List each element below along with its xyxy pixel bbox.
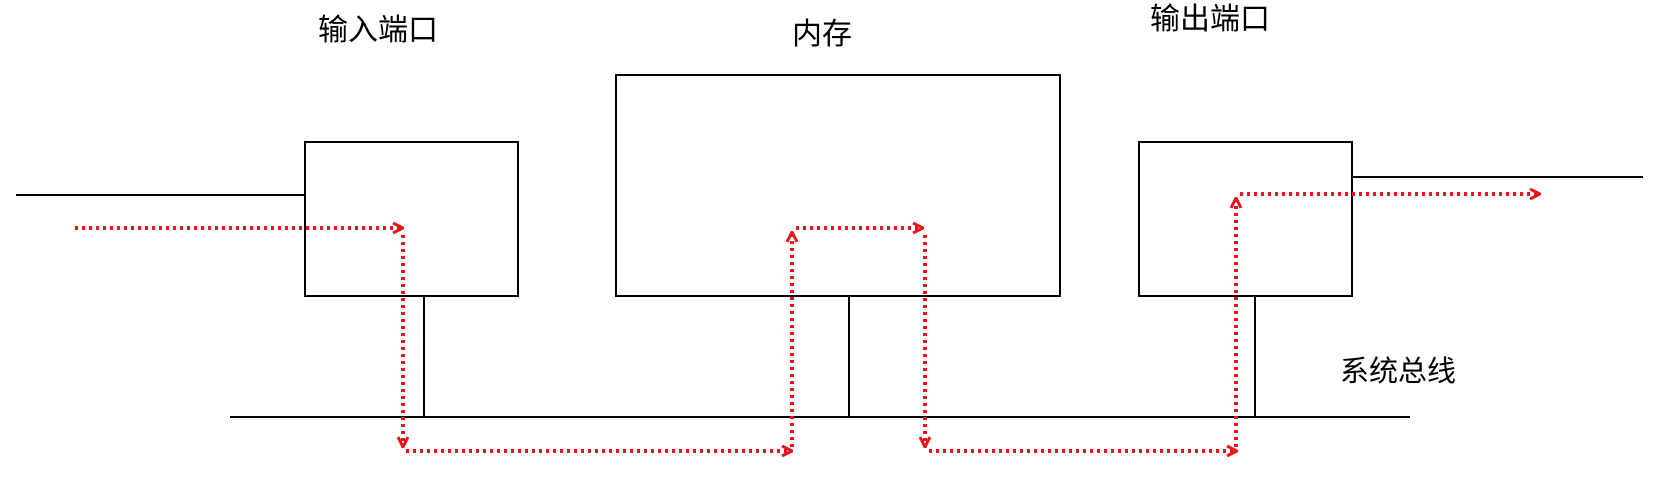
input-port-box <box>304 141 519 297</box>
input-port-label: 输入端口 <box>318 13 438 48</box>
system-bus-label: 系统总线 <box>1340 354 1457 388</box>
memory-label: 内存 <box>792 17 852 52</box>
output-port-label: 输出端口 <box>1150 2 1270 37</box>
memory-box <box>615 74 1061 297</box>
output-port-box <box>1138 141 1353 297</box>
